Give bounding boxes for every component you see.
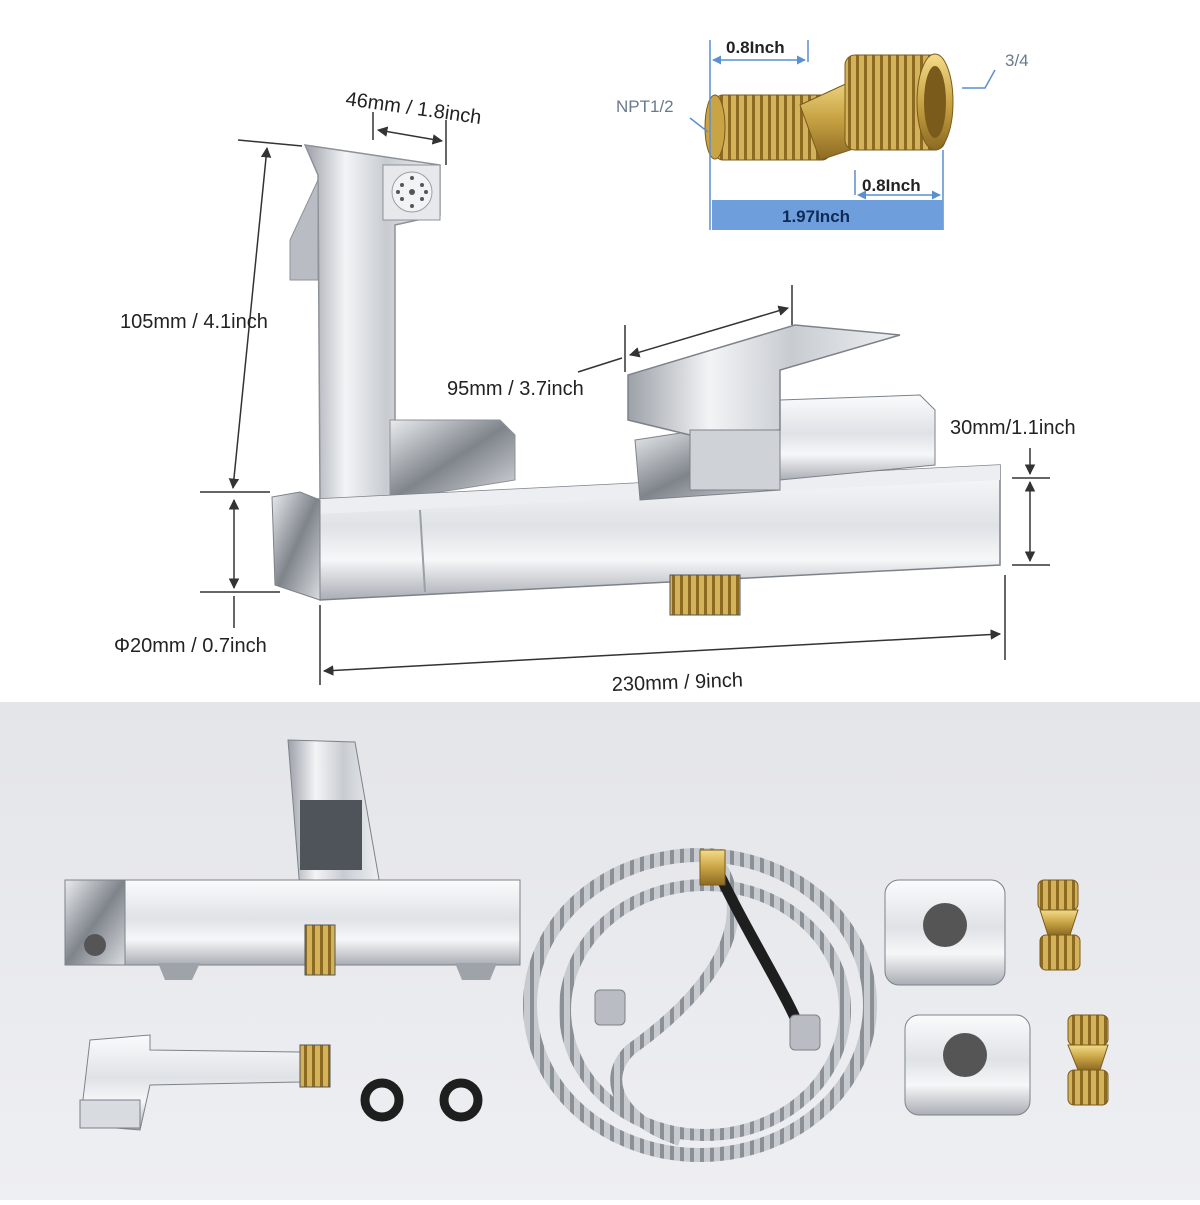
- spray-width-label: 46mm / 1.8inch: [344, 88, 482, 129]
- thread-in-label: NPT1/2: [616, 97, 674, 116]
- spray-holder-bracket: [389, 419, 516, 501]
- lever-length-label: 95mm / 3.7inch: [447, 378, 584, 400]
- spray-trigger: [289, 179, 319, 281]
- diameter-label: Φ20mm / 0.7inch: [114, 635, 267, 657]
- kit-main-body: [64, 879, 521, 966]
- thread-out-leader: [962, 69, 996, 89]
- faucet-assembly: [271, 144, 1001, 616]
- body-length-label: 230mm / 9inch: [611, 669, 743, 696]
- spray-height-arrow: [228, 146, 272, 490]
- hose-nut-1: [594, 989, 626, 1026]
- adapter-bore: [924, 66, 946, 138]
- hose-end-curve: [610, 861, 739, 1146]
- body-height-label: 30mm/1.1inch: [950, 417, 1076, 439]
- adapter-left-end: [704, 94, 726, 160]
- mixer-housing: [779, 394, 936, 481]
- adapter-labels: 0.8Inch 0.8Inch 1.97Inch NPT1/2 3/4: [616, 38, 1029, 226]
- hose-nut-2: [789, 1014, 821, 1051]
- kit-outlet-thread: [304, 924, 336, 976]
- body-end-cap: [271, 491, 321, 601]
- body-length-arrow: [322, 629, 1002, 676]
- wall-flange-2-hole: [943, 1033, 987, 1077]
- dimension-lines: [200, 112, 1050, 685]
- eccentric-2-bottom: [1067, 1069, 1109, 1106]
- nozzle-holes-icon: [391, 171, 433, 213]
- eccentric-2-top: [1067, 1014, 1109, 1046]
- brass-adapter: [704, 53, 954, 161]
- washer-2: [439, 1078, 483, 1122]
- kit-lever-shadow: [300, 800, 362, 870]
- kit-contents: [64, 739, 1109, 1162]
- mixer-cartridge: [689, 429, 781, 491]
- eccentric-1-bottom: [1039, 934, 1081, 971]
- lever-leader: [577, 357, 623, 373]
- wall-flange-1-hole: [923, 903, 967, 947]
- mixer-lever: [627, 324, 901, 436]
- kit-body-foot-right: [455, 963, 497, 980]
- spray-width-arrow: [376, 126, 444, 145]
- outlet-thread: [669, 574, 741, 616]
- adapter-a-label: 0.8Inch: [726, 38, 785, 57]
- kit-spray-thread: [299, 1044, 331, 1088]
- kit-spray-nozzle: [79, 1099, 141, 1129]
- adapter-total-bar: [712, 200, 943, 230]
- spray-height-ext-top: [237, 139, 303, 147]
- spray-height-label: 105mm / 4.1inch: [120, 311, 268, 333]
- dimension-labels: 46mm / 1.8inch 105mm / 4.1inch 95mm / 3.…: [114, 88, 1076, 696]
- thread-out-label: 3/4: [1005, 51, 1029, 70]
- npt-leader: [689, 117, 709, 133]
- kit-body-foot-left: [158, 963, 200, 980]
- washer-1: [360, 1078, 404, 1122]
- adapter-b-label: 0.8Inch: [862, 176, 921, 195]
- adapter-total-label: 1.97Inch: [782, 207, 850, 226]
- lever-arrow: [628, 305, 790, 358]
- eccentric-1-top: [1037, 879, 1079, 911]
- body-seam: [419, 509, 426, 593]
- kit-body-hole: [84, 934, 106, 956]
- hose-brass-fitting: [699, 849, 726, 886]
